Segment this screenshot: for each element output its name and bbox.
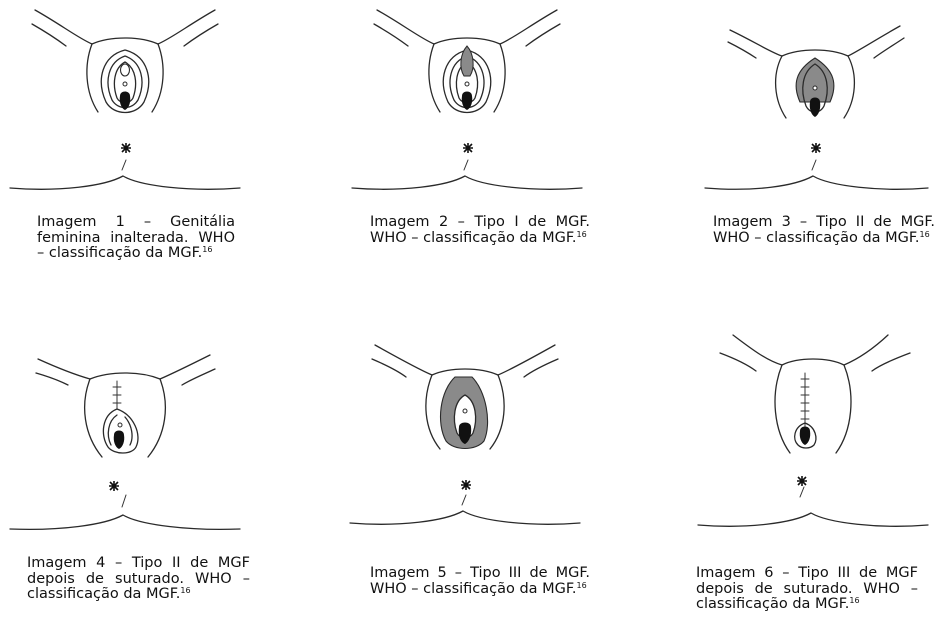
figure-6-caption-text: Imagem 6 – Tipo III de MGF depois de sut… [696, 565, 918, 612]
figure-4-ref: 16 [180, 586, 190, 595]
figure-1-caption: Imagem 1 – Genitália feminina inalterada… [37, 215, 235, 262]
figure-2-caption-text: Imagem 2 – Tipo I de MGF. WHO – classifi… [370, 214, 590, 246]
figure-6-illustration [698, 335, 928, 535]
figure-3-ref: 16 [920, 230, 930, 239]
figure-3-caption: Imagem 3 – Tipo II de MGF. WHO – classif… [713, 215, 935, 246]
figure-2-illustration [352, 10, 582, 195]
figure-5-caption-text: Imagem 5 – Tipo III de MGF. WHO – classi… [370, 565, 590, 597]
figure-4-caption-text: Imagem 4 – Tipo II de MGF depois de sutu… [27, 555, 250, 602]
figure-3-illustration [700, 20, 930, 195]
figure-4-illustration [10, 345, 240, 535]
figure-3-caption-text: Imagem 3 – Tipo II de MGF. WHO – classif… [713, 214, 935, 246]
figure-5-ref: 16 [577, 581, 587, 590]
figure-1-illustration [10, 10, 240, 195]
figure-6-caption: Imagem 6 – Tipo III de MGF depois de sut… [696, 566, 918, 613]
figure-5-caption: Imagem 5 – Tipo III de MGF. WHO – classi… [370, 566, 590, 597]
figure-1-ref: 16 [202, 245, 212, 254]
figure-2-caption: Imagem 2 – Tipo I de MGF. WHO – classifi… [370, 215, 590, 246]
figure-5-illustration [350, 345, 580, 530]
figure-4-caption: Imagem 4 – Tipo II de MGF depois de sutu… [27, 556, 250, 603]
figure-2-ref: 16 [577, 230, 587, 239]
figure-6-ref: 16 [849, 596, 859, 605]
